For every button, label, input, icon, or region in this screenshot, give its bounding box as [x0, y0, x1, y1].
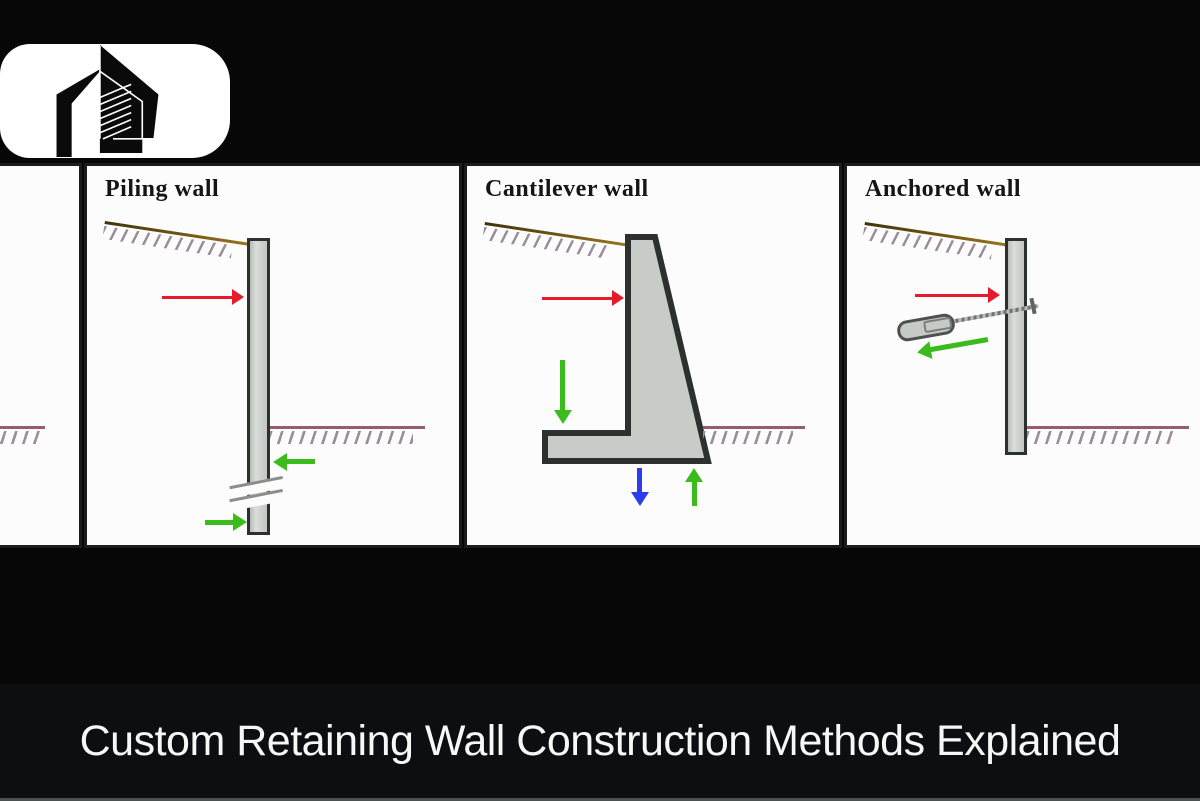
anchor-head: [895, 312, 957, 343]
panel-title: Piling wall: [105, 176, 220, 202]
retained-ground-slope: [102, 221, 252, 261]
panel-anchored-wall: Anchored wall: [844, 163, 1200, 548]
logo-badge: [0, 44, 230, 158]
pile-wall-graphic: [247, 238, 270, 535]
panel-cantilever-wall: Cantilever wall: [464, 163, 842, 548]
excavation-ground-line: [703, 426, 805, 444]
excavation-ground-line: [1027, 426, 1189, 444]
panel-title: Anchored wall: [865, 176, 1022, 202]
cantilever-wall-graphic: [542, 234, 712, 464]
panel-partial-left: [0, 163, 82, 548]
footer-band: Custom Retaining Wall Construction Metho…: [0, 684, 1200, 798]
excavation-ground-line: [0, 426, 45, 444]
house-logo-icon: [56, 45, 159, 157]
page-title: Custom Retaining Wall Construction Metho…: [79, 716, 1121, 765]
anchor-pull-arrow: [915, 337, 989, 362]
excavation-ground-line: [270, 426, 425, 444]
bottom-edge-line: [0, 798, 1200, 801]
panel-title: Cantilever wall: [485, 176, 649, 202]
anchored-wall-graphic: [1005, 238, 1027, 455]
retained-ground-slope: [862, 222, 1012, 262]
panel-piling-wall: Piling wall: [84, 163, 462, 548]
